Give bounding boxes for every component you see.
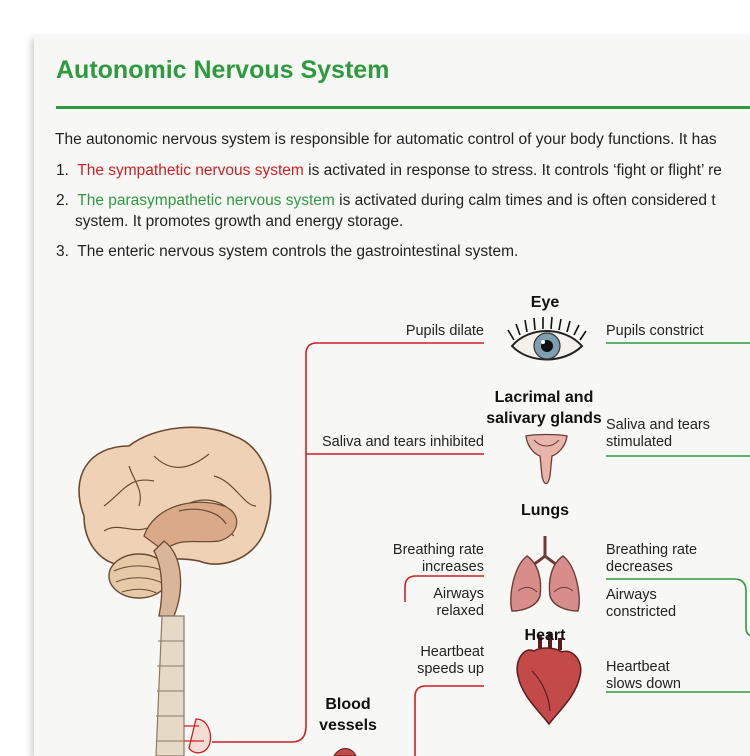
sympathetic-label-glands: Saliva and tears inhibited xyxy=(322,434,484,451)
organ-title-eye: Eye xyxy=(504,292,586,313)
glands-illustration xyxy=(526,435,567,484)
organ-title-vessels-line1: Blood xyxy=(316,694,380,715)
parasympathetic-label-glands-line1: Saliva and tears xyxy=(606,417,710,434)
parasympathetic-connectors xyxy=(606,343,750,692)
organ-title-glands-line2: salivary glands xyxy=(484,408,604,429)
sympathetic-label-heart-line1: Heartbeat xyxy=(420,644,484,661)
parasympathetic-label-eye: Pupils constrict xyxy=(606,323,704,340)
poster: Autonomic Nervous System The autonomic n… xyxy=(34,36,750,756)
organ-title-lungs: Lungs xyxy=(504,500,586,521)
diagram-graphics xyxy=(34,36,750,756)
sympathetic-label-airways-line2: relaxed xyxy=(436,603,484,620)
organ-title-glands-line1: Lacrimal and xyxy=(484,387,604,408)
brain-illustration xyxy=(79,427,271,756)
sympathetic-label-heart-line2: speeds up xyxy=(417,661,484,678)
organ-title-vessels-line2: vessels xyxy=(316,715,380,736)
organ-title-heart: Heart xyxy=(504,625,586,646)
parasympathetic-label-glands-line2: stimulated xyxy=(606,434,672,451)
parasympathetic-label-heart-line2: slows down xyxy=(606,676,681,693)
parasympathetic-label-breathing-line2: decreases xyxy=(606,559,673,576)
parasympathetic-label-airways-line2: constricted xyxy=(606,604,676,621)
eye-illustration xyxy=(508,317,586,360)
parasympathetic-label-heart-line1: Heartbeat xyxy=(606,659,670,676)
sympathetic-label-breathing-line1: Breathing rate xyxy=(393,542,484,559)
parasympathetic-label-breathing-line1: Breathing rate xyxy=(606,542,697,559)
sympathetic-label-breathing-line2: increases xyxy=(422,559,484,576)
parasympathetic-label-airways-line1: Airways xyxy=(606,587,657,604)
sympathetic-label-eye: Pupils dilate xyxy=(406,323,484,340)
lungs-illustration xyxy=(511,536,579,611)
sympathetic-label-airways-line1: Airways xyxy=(433,586,484,603)
